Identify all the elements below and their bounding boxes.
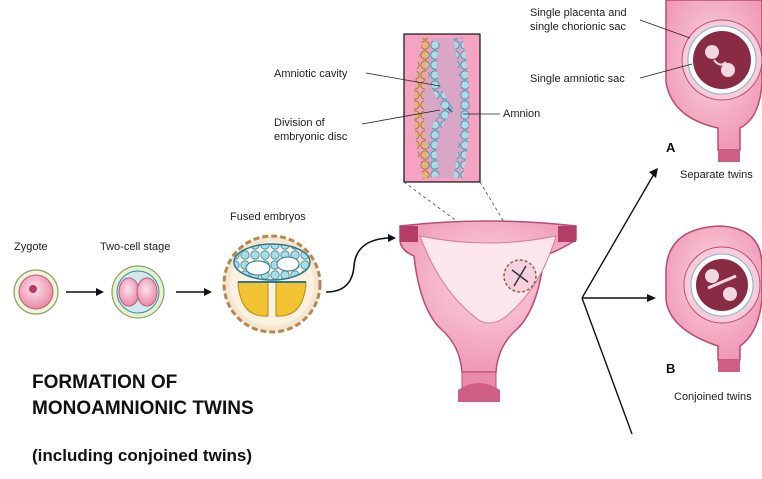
outcome-a-separate-twins — [666, 0, 762, 162]
two-cell-embryo — [112, 266, 164, 318]
subtitle: (including conjoined twins) — [32, 446, 252, 466]
label-placenta-line2: single chorionic sac — [530, 20, 626, 34]
outcome-b-conjoined-twins — [666, 226, 762, 372]
letter-a: A — [666, 140, 675, 155]
title-line2: MONOAMNIONIC TWINS — [32, 398, 254, 420]
label-amniotic-sac: Single amniotic sac — [530, 72, 625, 86]
uterus-large — [400, 221, 576, 402]
label-placenta-line1: Single placenta and — [530, 6, 627, 20]
arrowhead-3 — [388, 234, 396, 242]
branch-line-down — [582, 298, 632, 434]
fused-embryos — [224, 236, 320, 332]
label-amniotic-cavity: Amniotic cavity — [274, 67, 347, 81]
zygote-cell — [14, 270, 58, 314]
label-division-line2: embryonic disc — [274, 130, 347, 144]
arrowhead-1 — [96, 288, 104, 296]
label-zygote: Zygote — [14, 240, 48, 254]
arrowhead-right — [647, 294, 656, 302]
caption-conjoined-twins: Conjoined twins — [674, 390, 752, 404]
letter-b: B — [666, 361, 675, 376]
inset-magnification — [404, 34, 480, 182]
arrowhead-up — [649, 168, 658, 178]
arrowhead-2 — [204, 288, 212, 296]
caption-separate-twins: Separate twins — [680, 168, 753, 182]
label-fused-embryos: Fused embryos — [230, 210, 306, 224]
label-two-cell-stage: Two-cell stage — [100, 240, 170, 254]
curved-arrow-to-uterus — [326, 238, 388, 292]
title-line1: FORMATION OF — [32, 372, 177, 394]
label-amnion: Amnion — [503, 107, 540, 121]
label-division-line1: Division of — [274, 116, 325, 130]
branch-arrow-up — [582, 174, 654, 298]
